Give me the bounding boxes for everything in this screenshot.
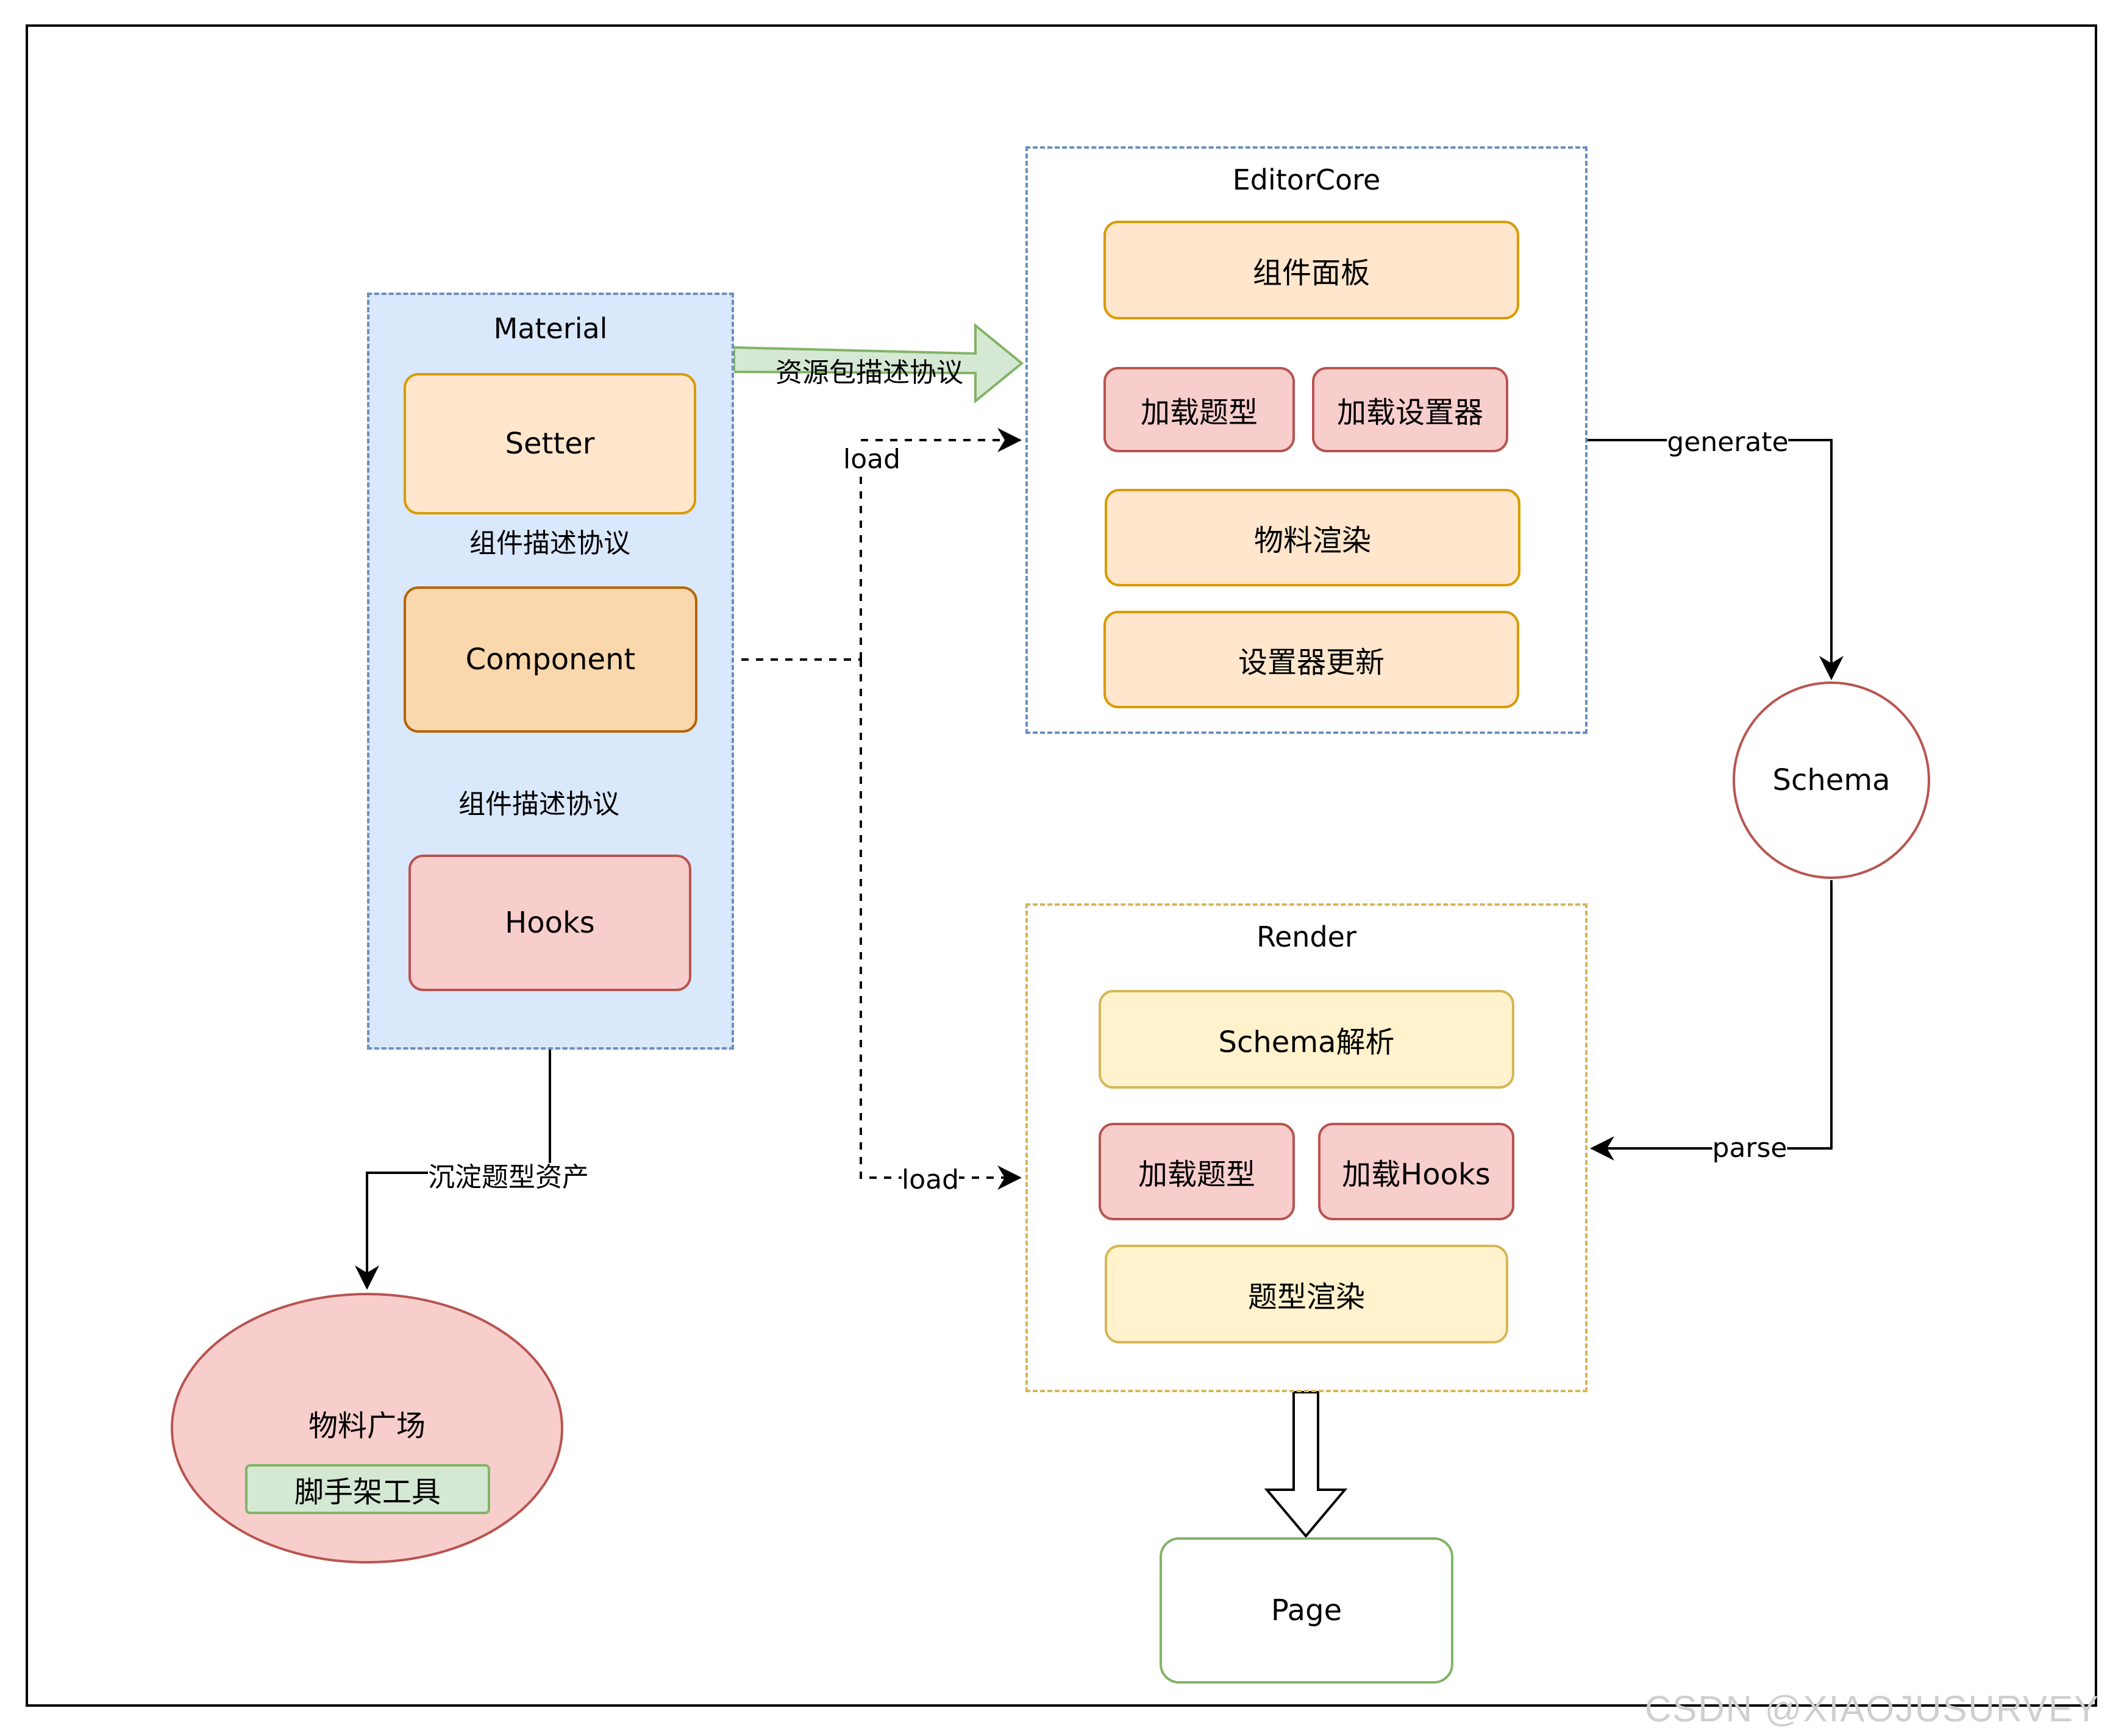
load-setter-label: 加载设置器 bbox=[1336, 396, 1483, 430]
component-panel-label: 组件面板 bbox=[1252, 256, 1370, 290]
render-load-question-type-label: 加载题型 bbox=[1138, 1158, 1255, 1192]
resource-protocol-label: 资源包描述协议 bbox=[775, 357, 963, 388]
editor-core-title: EditorCore bbox=[1232, 163, 1381, 196]
hooks-label: Hooks bbox=[505, 906, 595, 940]
load-setter-box: 加载设置器 bbox=[1312, 367, 1508, 452]
load-bottom-label: load bbox=[901, 1164, 960, 1195]
protocol-label-top: 组件描述协议 bbox=[469, 527, 630, 559]
generate-connector bbox=[1588, 439, 1844, 680]
schema-parse-label: Schema解析 bbox=[1218, 1025, 1395, 1059]
component-box: Component bbox=[404, 586, 697, 733]
diagram-frame bbox=[26, 24, 2097, 1707]
material-title: Material bbox=[493, 312, 608, 345]
setter-update-box: 设置器更新 bbox=[1103, 611, 1519, 708]
question-render-box: 题型渲染 bbox=[1105, 1245, 1508, 1343]
parse-label: parse bbox=[1712, 1132, 1787, 1164]
material-render-box: 物料渲染 bbox=[1105, 489, 1520, 586]
render-group: Render bbox=[1025, 903, 1588, 1392]
load-editor-connector bbox=[860, 428, 1022, 660]
editor-load-question-type-label: 加载题型 bbox=[1140, 396, 1258, 430]
watermark-text: CSDN @XIAOJUSURVEY bbox=[1645, 1688, 2100, 1729]
protocol-label-bottom: 组件描述协议 bbox=[458, 788, 619, 820]
schema-parse-box: Schema解析 bbox=[1099, 990, 1514, 1089]
schema-circle-shape bbox=[1733, 681, 1930, 879]
editor-core-group: EditorCore bbox=[1025, 146, 1588, 734]
load-hooks-label: 加载Hooks bbox=[1342, 1158, 1491, 1192]
setter-update-label: 设置器更新 bbox=[1238, 646, 1385, 680]
setter-box: Setter bbox=[404, 373, 696, 514]
resource-protocol-arrow bbox=[733, 322, 1024, 404]
render-title: Render bbox=[1256, 920, 1356, 953]
page-label: Page bbox=[1270, 1593, 1342, 1628]
question-render-label: 题型渲染 bbox=[1247, 1280, 1365, 1314]
render-to-page-arrow bbox=[1264, 1391, 1348, 1539]
schema-label: Schema bbox=[1772, 763, 1891, 797]
load-hooks-box: 加载Hooks bbox=[1318, 1123, 1514, 1220]
scaffold-tool-label: 脚手架工具 bbox=[294, 1475, 441, 1509]
load-top-label: load bbox=[843, 443, 901, 475]
setter-label: Setter bbox=[505, 427, 595, 461]
scaffold-tool-box: 脚手架工具 bbox=[245, 1464, 490, 1514]
hooks-box: Hooks bbox=[408, 855, 691, 991]
material-plaza-label: 物料广场 bbox=[308, 1409, 426, 1443]
render-load-question-type-box: 加载题型 bbox=[1099, 1123, 1295, 1220]
component-label: Component bbox=[465, 642, 636, 677]
editor-load-question-type-box: 加载题型 bbox=[1103, 367, 1295, 452]
material-render-label: 物料渲染 bbox=[1253, 524, 1371, 558]
deposit-assets-label: 沉淀题型资产 bbox=[428, 1161, 589, 1193]
load-render-connector bbox=[860, 660, 1022, 1190]
schema-node: Schema bbox=[1734, 683, 1929, 878]
component-panel-box: 组件面板 bbox=[1103, 221, 1519, 319]
parse-connector bbox=[1590, 880, 1833, 1161]
generate-label: generate bbox=[1667, 426, 1789, 458]
page-box: Page bbox=[1160, 1537, 1453, 1684]
